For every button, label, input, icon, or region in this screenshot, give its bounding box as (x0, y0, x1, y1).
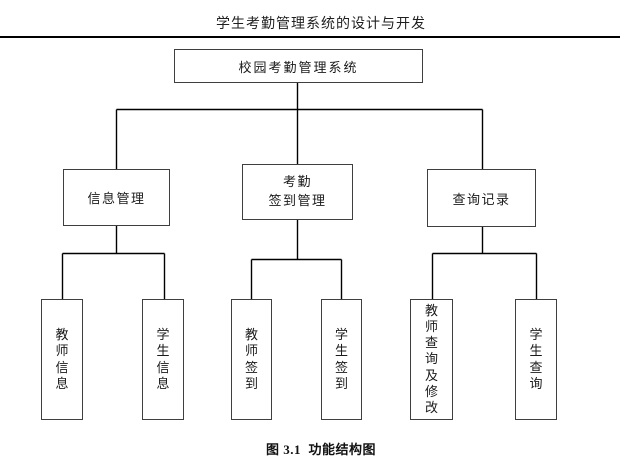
node-campus-attendance-system: 校园考勤管理系统 (174, 49, 423, 83)
node-label: 学生信息 (156, 327, 170, 391)
node-label: 教师签到 (245, 327, 259, 391)
page-header-title: 学生考勤管理系统的设计与开发 (216, 17, 426, 32)
figure-caption: 图 3.1 功能结构图 (265, 442, 376, 457)
node-teacher-info: 教师信息 (41, 299, 83, 420)
node-label: 学生签到 (335, 327, 349, 391)
node-label: 查询记录 (452, 191, 511, 207)
node-query-records: 查询记录 (427, 169, 536, 227)
node-attendance-signin-management: 考勤 签到管理 (242, 164, 353, 220)
header-rule (0, 36, 620, 38)
node-label: 教师查询及修改 (425, 302, 439, 416)
node-student-query: 学生查询 (515, 299, 557, 420)
node-label: 校园考勤管理系统 (238, 59, 359, 75)
node-label: 考勤 签到管理 (268, 174, 327, 208)
node-label: 信息管理 (87, 191, 146, 206)
node-label: 教师信息 (55, 327, 69, 391)
node-student-signin: 学生签到 (321, 299, 362, 420)
node-info-management: 信息管理 (63, 169, 170, 226)
node-teacher-signin: 教师签到 (231, 299, 272, 420)
node-student-info: 学生信息 (142, 299, 184, 420)
node-teacher-query-modify: 教师查询及修改 (410, 299, 453, 420)
node-label: 学生查询 (529, 327, 543, 391)
